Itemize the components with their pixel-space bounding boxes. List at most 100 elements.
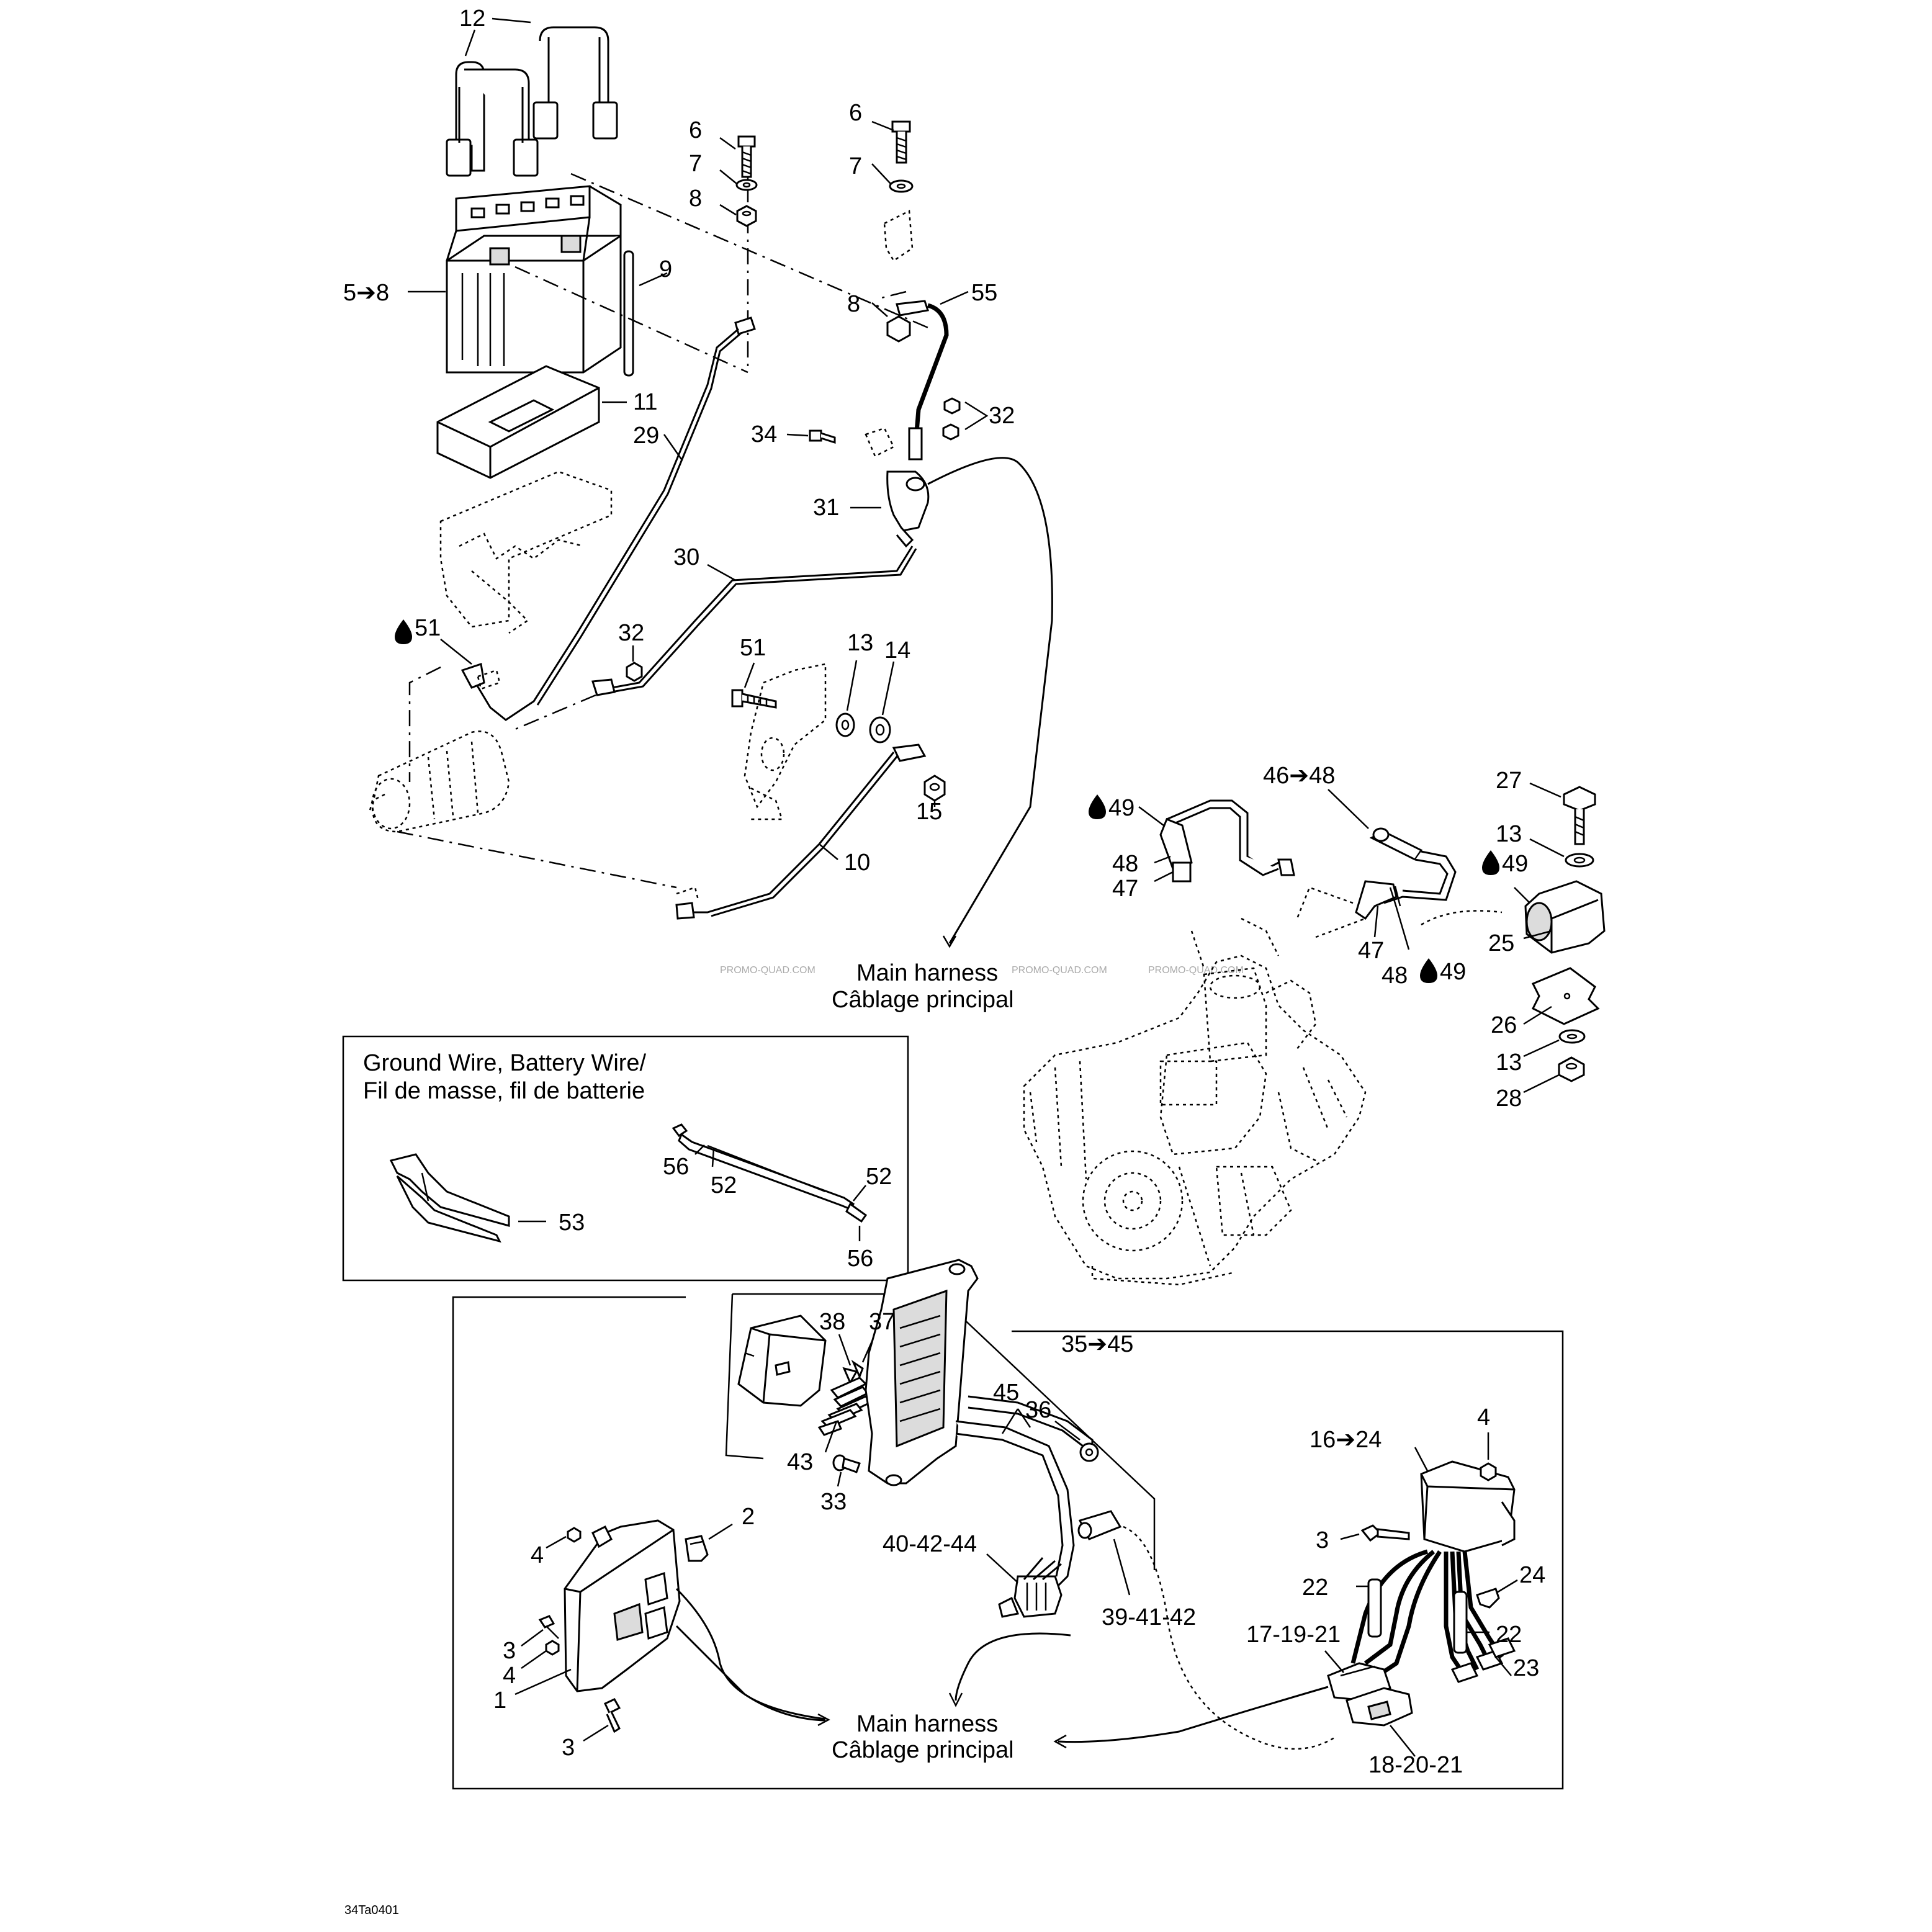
screw-51 <box>731 689 777 709</box>
label-screw-a: 6 <box>689 117 702 143</box>
loctite-drop-icon <box>1089 794 1106 819</box>
label-conn-37: 37 <box>869 1309 895 1335</box>
screw-3-module-left <box>538 1615 559 1639</box>
label-spacer-14: 14 <box>884 637 910 663</box>
label-washer-13a: 13 <box>847 630 873 656</box>
harness-label-bottom-fr: Câblage principal <box>832 1737 1014 1763</box>
connector-18-20-21 <box>1346 1687 1413 1727</box>
harness-label-bottom-en: Main harness <box>856 1711 998 1737</box>
terminal-set <box>817 1359 872 1436</box>
nut-8-left <box>736 205 757 227</box>
sleeve-22-right <box>1453 1591 1468 1654</box>
nut-4-regulator <box>1480 1462 1497 1481</box>
nut-4-module-bottom <box>545 1640 560 1656</box>
label-loctite-49a: 49 <box>1108 795 1134 821</box>
label-cable-55: 55 <box>971 280 997 306</box>
ground-wire-box-title-1: Ground Wire, Battery Wire/ <box>363 1050 647 1076</box>
ground-wire-box: Ground Wire, Battery Wire/ Fil de masse,… <box>342 1035 909 1282</box>
spacer-14 <box>869 716 891 744</box>
lower-frame <box>452 1296 1564 1790</box>
engine <box>1023 917 1367 1286</box>
label-module-1: 1 <box>493 1687 506 1714</box>
label-screw-33: 33 <box>820 1489 847 1515</box>
screw-6-left <box>737 135 756 178</box>
label-hv-wire: 46➔48 <box>1263 763 1335 789</box>
label-nut-4b: 4 <box>503 1663 516 1689</box>
label-washer-a: 7 <box>689 151 702 177</box>
ground-wire-box-title-2: Fil de masse, fil de batterie <box>363 1078 645 1104</box>
label-cap-47b: 47 <box>1358 938 1384 964</box>
loctite-drop-icon <box>1482 850 1499 875</box>
label-cable-30: 30 <box>673 544 699 570</box>
screw-6-right <box>891 120 911 164</box>
washer-7-left <box>735 179 758 191</box>
label-conn-38: 38 <box>819 1309 845 1335</box>
harness-label-bottom: Main harness Câblage principal <box>832 1711 1014 1763</box>
nut-15 <box>923 775 946 802</box>
screw-34 <box>809 429 836 444</box>
label-nut-32a: 32 <box>989 403 1015 429</box>
ignition-coil <box>1514 880 1606 954</box>
label-solenoid: 31 <box>813 495 839 521</box>
label-screw-51: 51 <box>740 635 766 661</box>
label-nut-15: 15 <box>916 799 942 825</box>
loctite-49b-callout: 49 <box>1420 958 1466 985</box>
label-vent-tube: 9 <box>659 256 672 282</box>
loctite-drop-icon <box>395 619 412 644</box>
sleeve-22-left <box>1367 1578 1382 1638</box>
coil-mounting-plate <box>1531 967 1600 1025</box>
cable-52 <box>672 1123 868 1223</box>
nut-28 <box>1558 1056 1585 1082</box>
cable-10 <box>675 744 927 920</box>
loctite-49c-callout: 49 <box>1482 850 1528 877</box>
battery <box>446 185 622 374</box>
loctite-51-callout: 51 <box>395 615 441 644</box>
label-clip-48a: 48 <box>1112 851 1138 877</box>
label-clip-24: 24 <box>1519 1562 1545 1588</box>
label-nut-4a: 4 <box>531 1542 544 1568</box>
washer-13-star <box>835 712 855 737</box>
ground-terminal <box>477 669 501 690</box>
connector-40-42-44 <box>998 1557 1063 1618</box>
loctite-49a-callout: 49 <box>1089 794 1134 821</box>
label-crimper-53: 53 <box>559 1210 585 1236</box>
label-plate-26: 26 <box>1491 1012 1517 1038</box>
label-loctite-51a: 51 <box>415 615 441 641</box>
label-battery-tray: 11 <box>633 389 657 415</box>
hv-wire-right <box>1369 827 1457 904</box>
label-conn-40-42-44: 40-42-44 <box>883 1531 977 1557</box>
harness-wires <box>955 1395 1094 1590</box>
label-nut-4c: 4 <box>1477 1404 1490 1431</box>
label-washer-13b: 13 <box>1496 821 1522 847</box>
screw-27 <box>1563 786 1596 845</box>
label-sleeve-22b: 22 <box>1496 1622 1522 1648</box>
label-terminal-56a: 56 <box>663 1154 689 1180</box>
battery-strap-left <box>446 61 539 177</box>
cable-30 <box>591 546 917 696</box>
label-loctite-49c: 49 <box>1502 851 1528 877</box>
label-conn-39-41-42: 39-41-42 <box>1102 1604 1196 1630</box>
starter-motor <box>368 730 510 833</box>
clip-2 <box>685 1535 709 1562</box>
callouts: 12 6 7 8 6 7 5➔8 9 8 55 11 29 32 34 31 3… <box>343 6 1545 1778</box>
label-screw-34: 34 <box>751 421 777 447</box>
label-clip-2: 2 <box>742 1504 755 1530</box>
watermark-1: PROMO-QUAD.COM <box>720 965 815 976</box>
label-eyelet-36: 36 <box>1025 1397 1051 1423</box>
label-clip-48b: 48 <box>1382 963 1408 989</box>
harness-connector-block <box>865 1259 979 1486</box>
label-sleeve-22a: 22 <box>1302 1575 1328 1601</box>
battery-bracket <box>439 470 613 634</box>
nut-32-top <box>942 397 961 441</box>
connector-39-41-42 <box>1077 1510 1122 1540</box>
hv-wire <box>1166 799 1295 876</box>
label-battery: 5➔8 <box>343 280 389 306</box>
clip-24 <box>1476 1588 1500 1609</box>
label-wire-45: 45 <box>993 1380 1019 1406</box>
screw-33 <box>832 1454 861 1473</box>
voltage-regulator <box>1420 1460 1516 1553</box>
cable-29 <box>461 317 756 721</box>
harness-label-top-en: Main harness <box>856 960 998 986</box>
engine-mount-plate <box>744 663 827 820</box>
label-washer-b: 7 <box>849 153 862 179</box>
